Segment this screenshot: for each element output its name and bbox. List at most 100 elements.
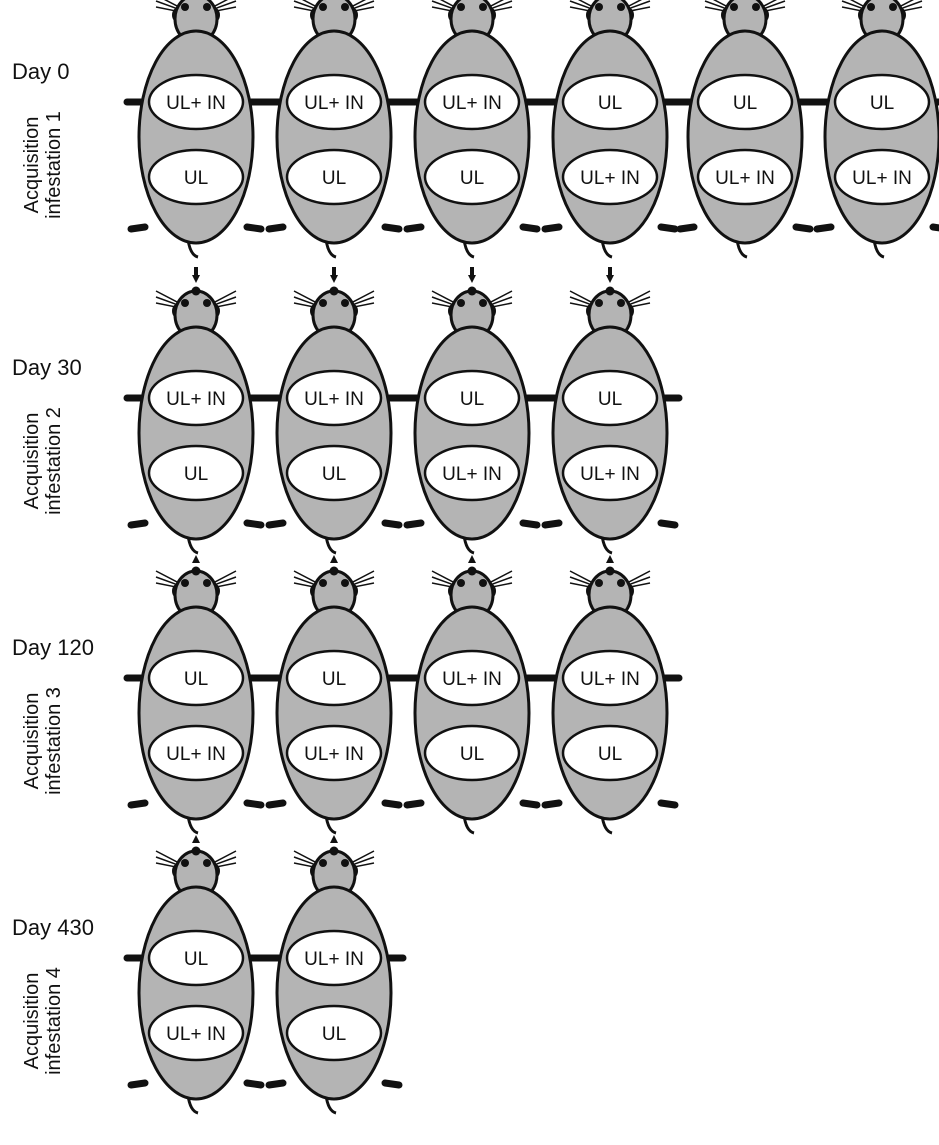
animal-figure: UL+ IN UL (123, 0, 269, 259)
bottom-patch-label: UL (598, 744, 622, 765)
bottom-patch-label: UL+ IN (580, 168, 640, 189)
eye-shape (457, 579, 465, 587)
top-patch (561, 73, 659, 131)
bottom-patch (147, 148, 245, 206)
paw-shape (541, 799, 563, 809)
day-label: Day 120 (12, 635, 94, 660)
animal-body (413, 325, 531, 541)
top-patch-label: UL+ IN (304, 389, 364, 410)
eye-shape (341, 299, 349, 307)
top-patch (147, 649, 245, 707)
paw-shape (127, 519, 149, 529)
paw-shape (676, 223, 698, 233)
bottom-patch (561, 724, 659, 782)
paw-shape (243, 519, 265, 529)
bottom-patch (147, 724, 245, 782)
paw-shape (265, 519, 287, 529)
paw-shape (381, 519, 403, 529)
top-patch-label: UL+ IN (304, 949, 364, 970)
top-patch (147, 73, 245, 131)
eye-shape (203, 859, 211, 867)
eye-shape (617, 299, 625, 307)
eye-shape (595, 579, 603, 587)
bottom-patch-label: UL (184, 464, 208, 485)
eye-shape (595, 3, 603, 11)
paw-shape (243, 223, 265, 233)
eye-shape (617, 3, 625, 11)
eye-shape (889, 3, 897, 11)
top-patch-label: UL (460, 389, 484, 410)
bottom-patch-label: UL (460, 744, 484, 765)
top-patch (147, 369, 245, 427)
top-patch-label: UL (184, 669, 208, 690)
animal-body (413, 29, 531, 245)
nose-shape (467, 286, 477, 296)
top-patch (285, 369, 383, 427)
acquisition-label-line1: Acquisition (21, 413, 43, 510)
animal-body (551, 29, 669, 245)
animal-body (137, 29, 255, 245)
paw-shape (541, 519, 563, 529)
eye-shape (203, 579, 211, 587)
paw-shape (127, 799, 149, 809)
eye-shape (319, 579, 327, 587)
top-patch-label: UL+ IN (166, 389, 226, 410)
bottom-patch-label: UL+ IN (304, 744, 364, 765)
paw-shape (657, 799, 679, 809)
acquisition-label-line2: infestation 2 (43, 407, 65, 515)
animal-body (137, 605, 255, 821)
bottom-patch (147, 444, 245, 502)
bottom-patch-label: UL (322, 168, 346, 189)
paw-shape (127, 1079, 149, 1089)
eye-shape (730, 3, 738, 11)
top-patch-label: UL+ IN (442, 669, 502, 690)
bottom-patch (423, 724, 521, 782)
top-patch (561, 369, 659, 427)
bottom-patch (285, 724, 383, 782)
bottom-patch (285, 444, 383, 502)
animal-body (823, 29, 939, 245)
eye-shape (595, 299, 603, 307)
day-label: Day 430 (12, 915, 94, 940)
paw-shape (813, 223, 835, 233)
paw-shape (403, 223, 425, 233)
eye-shape (181, 859, 189, 867)
top-patch-label: UL+ IN (166, 93, 226, 114)
acquisition-label-line2: infestation 1 (43, 111, 65, 219)
bottom-patch (147, 1004, 245, 1062)
eye-shape (203, 299, 211, 307)
eye-shape (181, 299, 189, 307)
acquisition-label-line2: infestation 4 (43, 967, 65, 1075)
bottom-patch-label: UL+ IN (166, 1024, 226, 1045)
top-patch-label: UL (870, 93, 894, 114)
paw-shape (381, 1079, 403, 1089)
animal-body (413, 605, 531, 821)
top-patch (423, 649, 521, 707)
eye-shape (341, 579, 349, 587)
paw-shape (519, 223, 541, 233)
nose-shape (605, 286, 615, 296)
paw-shape (243, 1079, 265, 1089)
eye-shape (479, 3, 487, 11)
animal-body (551, 325, 669, 541)
top-patch (423, 369, 521, 427)
paw-shape (127, 223, 149, 233)
paw-shape (657, 519, 679, 529)
eye-shape (319, 299, 327, 307)
top-patch (696, 73, 794, 131)
eye-shape (457, 299, 465, 307)
paw-shape (265, 799, 287, 809)
bottom-patch-label: UL (184, 168, 208, 189)
